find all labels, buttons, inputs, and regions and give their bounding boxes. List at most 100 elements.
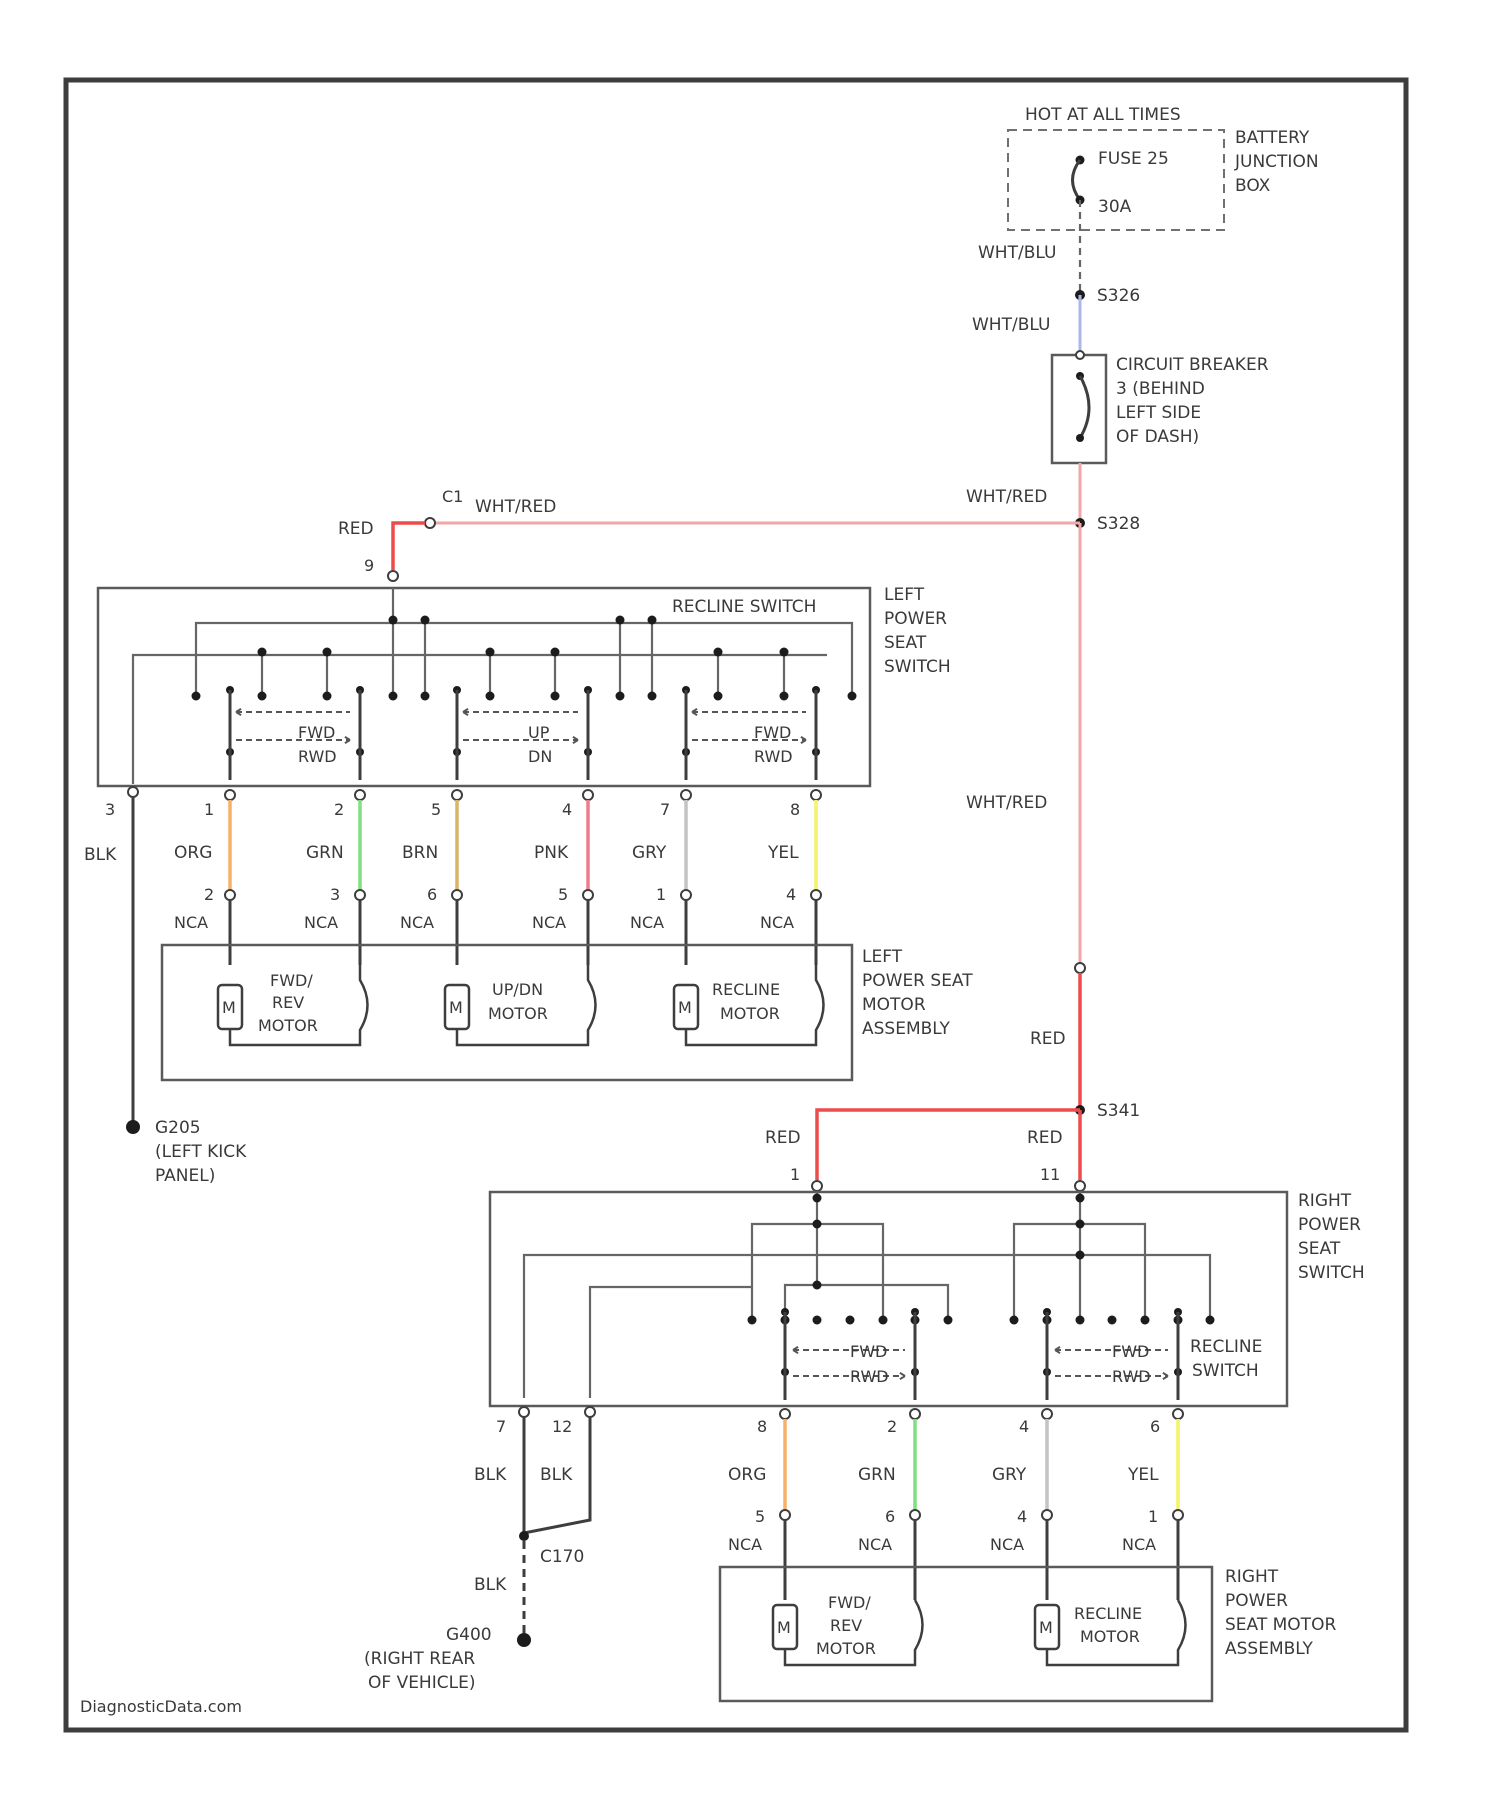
left-output-2-pin-top: 5 xyxy=(431,800,441,819)
right-motor-fwd-rev: M FWD/ REV MOTOR xyxy=(773,1593,923,1665)
left-ground-wire-label: BLK xyxy=(84,845,117,865)
left-ground-pin: 3 xyxy=(105,800,115,819)
right-motor-recline-symbol: M xyxy=(1039,1618,1053,1637)
left-motor-recline-label-1: RECLINE xyxy=(712,980,780,999)
right-output-1-wire-label: GRN xyxy=(858,1465,896,1485)
right-ground-label-3: OF VEHICLE) xyxy=(368,1673,475,1693)
left-switch-title-2: POWER xyxy=(884,609,947,629)
right-motor-fwd-rev-label-3: MOTOR xyxy=(816,1639,876,1658)
right-output-2: 4 GRY 4 NCA xyxy=(990,1409,1052,1600)
left-section2-arrow-top xyxy=(463,707,578,717)
left-output-5: 8 YEL 4 NCA xyxy=(760,790,821,965)
left-section1-label-a: FWD xyxy=(298,723,335,742)
right-ground-wire-label-1: BLK xyxy=(474,1465,507,1485)
wire-red-down-label: RED xyxy=(1030,1029,1066,1049)
left-output-3-wire-label: PNK xyxy=(534,843,569,863)
right-output-3-conn: NCA xyxy=(1122,1535,1156,1554)
junction-box-label-2: JUNCTION xyxy=(1234,152,1319,172)
fuse-symbol xyxy=(1073,160,1081,200)
left-switch-title-4: SWITCH xyxy=(884,657,951,677)
left-output-0-conn: NCA xyxy=(174,913,208,932)
left-output-2: 5 BRN 6 NCA xyxy=(400,790,462,965)
left-output-2-wire-label: BRN xyxy=(402,843,438,863)
right-ground-dot xyxy=(517,1633,531,1647)
left-output-1-pin-bottom: 3 xyxy=(330,885,340,904)
left-motor-title-4: ASSEMBLY xyxy=(862,1019,950,1039)
right-switch-recline-label-1: RECLINE xyxy=(1190,1337,1262,1357)
left-motor-up-dn-label-2: MOTOR xyxy=(488,1004,548,1023)
wire-wht-red-label-3: WHT/RED xyxy=(966,793,1047,813)
right-ground-label-1: G400 xyxy=(446,1625,492,1645)
right-power-seat-switch: 1 11 RIGHT POWER SEAT SWITCH RECLINE SWI… xyxy=(364,1165,1365,1693)
right-switch-title-4: SWITCH xyxy=(1298,1263,1365,1283)
right-switch-pin-right-terminal xyxy=(1075,1181,1085,1191)
right-output-0-wire-label: ORG xyxy=(728,1465,766,1485)
right-motor-fwd-rev-label-2: REV xyxy=(830,1616,862,1635)
left-output-1-conn: NCA xyxy=(304,913,338,932)
splice-s328-label: S328 xyxy=(1097,514,1140,534)
left-motor-up-dn-symbol: M xyxy=(449,998,463,1017)
left-motor-title-2: POWER SEAT xyxy=(862,971,973,991)
left-motor-fwd-rev-label-1: FWD/ xyxy=(270,971,313,990)
left-output-0-pin-top: 1 xyxy=(204,800,214,819)
right-motor-assembly: RIGHT POWER SEAT MOTOR ASSEMBLY M FWD/ R… xyxy=(720,1567,1336,1701)
right-section1-label-a: FWD xyxy=(850,1342,887,1361)
right-output-2-conn: NCA xyxy=(990,1535,1024,1554)
right-switch-pin-left-terminal xyxy=(812,1181,822,1191)
right-output-0-pin-bottom: 5 xyxy=(755,1507,765,1526)
wire-wht-red-label-2: WHT/RED xyxy=(475,497,556,517)
right-ground-pin-2: 12 xyxy=(552,1417,572,1436)
left-motor-fwd-rev-label-3: MOTOR xyxy=(258,1016,318,1035)
right-motor-recline: M RECLINE MOTOR xyxy=(1035,1600,1186,1665)
breaker-symbol xyxy=(1080,376,1089,438)
left-output-2-pin-bottom: 6 xyxy=(427,885,437,904)
breaker-terminal-top xyxy=(1076,351,1084,359)
right-section1-arrow-top xyxy=(793,1345,905,1355)
right-output-2-pin-bottom: 4 xyxy=(1017,1507,1027,1526)
right-motor-recline-label-2: MOTOR xyxy=(1080,1627,1140,1646)
left-output-3-pin-top: 4 xyxy=(562,800,572,819)
breaker-label-4: OF DASH) xyxy=(1116,427,1199,447)
left-output-0-wire-label: ORG xyxy=(174,843,212,863)
left-motor-fwd-rev-symbol: M xyxy=(222,998,236,1017)
right-motor-title-3: SEAT MOTOR xyxy=(1225,1615,1336,1635)
left-section3-arrow-top xyxy=(692,707,806,717)
right-output-0-pin-top: 8 xyxy=(757,1417,767,1436)
right-output-1: 2 GRN 6 NCA xyxy=(858,1409,920,1600)
left-switch-title-1: LEFT xyxy=(884,585,925,605)
right-ground-label-2: (RIGHT REAR xyxy=(364,1649,475,1669)
left-motor-recline-label-2: MOTOR xyxy=(720,1004,780,1023)
left-power-seat-switch: 9 LEFT POWER SEAT SWITCH RECLINE SWITCH xyxy=(84,556,951,1186)
right-ground-wire-label-2: BLK xyxy=(540,1465,573,1485)
right-ground-terminal-1 xyxy=(519,1407,529,1417)
wire-wht-red-label-1: WHT/RED xyxy=(966,487,1047,507)
hot-at-all-times-label: HOT AT ALL TIMES xyxy=(1025,105,1181,125)
left-output-3-conn: NCA xyxy=(532,913,566,932)
wire-red-right-right-label: RED xyxy=(1027,1128,1063,1148)
left-ground-label-1: G205 xyxy=(155,1118,201,1138)
left-switch-bus-ground xyxy=(133,655,827,784)
wire-red-to-left-switch xyxy=(393,523,425,570)
right-motor-title-2: POWER xyxy=(1225,1591,1288,1611)
left-motor-recline: M RECLINE MOTOR xyxy=(674,965,824,1045)
left-ground-terminal xyxy=(128,787,138,797)
wire-wht-blu-label-1: WHT/BLU xyxy=(978,243,1056,263)
right-switch-recline-label-2: SWITCH xyxy=(1192,1361,1259,1381)
right-output-3-pin-top: 6 xyxy=(1150,1417,1160,1436)
left-section3-label-b: RWD xyxy=(754,747,793,766)
left-output-4-conn: NCA xyxy=(630,913,664,932)
connector-inline-right xyxy=(1075,963,1085,973)
right-output-2-pin-top: 4 xyxy=(1019,1417,1029,1436)
left-ground-dot xyxy=(126,1120,140,1134)
left-switch-recline-label: RECLINE SWITCH xyxy=(672,597,816,617)
left-motor-fwd-rev: M FWD/ REV MOTOR xyxy=(218,965,368,1045)
right-section2-label-a: FWD xyxy=(1112,1342,1149,1361)
left-section2-label-b: DN xyxy=(528,747,552,766)
left-output-5-pin-top: 8 xyxy=(790,800,800,819)
power-supply: HOT AT ALL TIMES BATTERY JUNCTION BOX FU… xyxy=(338,105,1319,1180)
junction-box-label-3: BOX xyxy=(1235,176,1271,196)
left-output-4-wire-label: GRY xyxy=(632,843,667,863)
left-output-5-conn: NCA xyxy=(760,913,794,932)
left-switch-input-pin: 9 xyxy=(364,556,374,575)
right-switch-pin-right: 11 xyxy=(1040,1165,1060,1184)
